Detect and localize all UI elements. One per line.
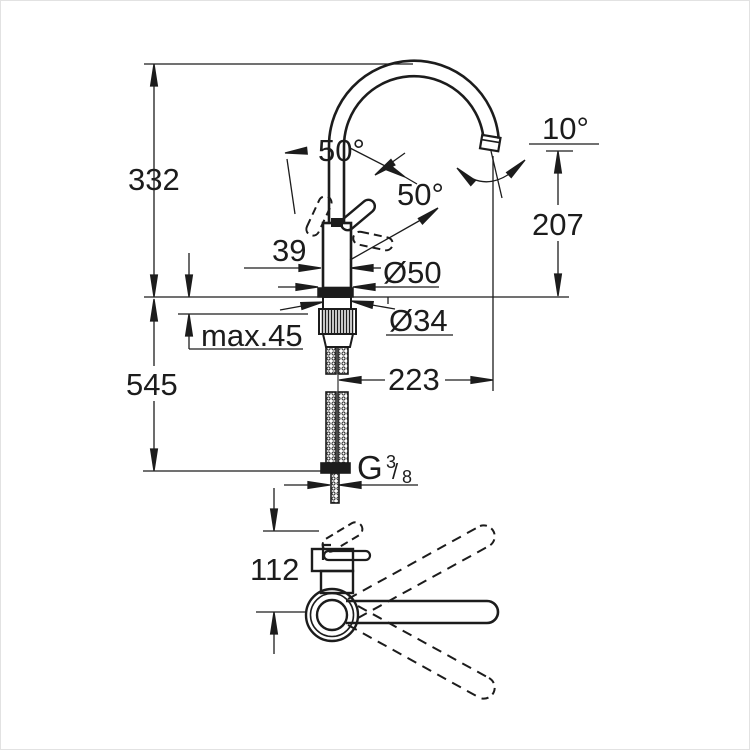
dim-outlet-height: 207 xyxy=(532,207,584,242)
lever-solid xyxy=(339,198,377,232)
mounting-shank xyxy=(322,296,352,310)
aerator xyxy=(478,133,502,153)
thread-numerator: 3 xyxy=(386,452,396,472)
dim-overall-height: 332 xyxy=(128,162,180,197)
thread-denominator: 8 xyxy=(402,467,412,487)
dim-height-below-deck: 545 xyxy=(126,367,178,402)
faucet-side-view xyxy=(304,521,500,700)
lever-dashed-right xyxy=(352,230,394,252)
dim-body-diameter: 39 xyxy=(272,233,306,268)
dim-side-view-offset: 112 xyxy=(250,552,299,587)
dim-max-deck-thickness: max.45 xyxy=(201,318,303,353)
side-lever-dashed xyxy=(321,521,364,553)
outlet-tilt-line xyxy=(490,150,503,199)
angle-leaders xyxy=(283,146,441,261)
spout-outer-contour xyxy=(327,59,500,223)
supply-hoses xyxy=(320,346,351,504)
faucet-body xyxy=(321,221,353,290)
dim-outlet-angle: 10° xyxy=(542,111,589,146)
faucet-front-view xyxy=(305,59,502,504)
dim-spout-reach: 223 xyxy=(388,362,440,397)
dim-handle-angle-side: 50° xyxy=(397,177,444,212)
spout-inner-contour xyxy=(342,74,485,223)
base-flange xyxy=(317,287,354,298)
dim-hole-diameter: Ø34 xyxy=(389,303,448,338)
thread-g: G xyxy=(357,449,383,486)
side-spout-dashed-up xyxy=(347,524,496,619)
cartridge-cap xyxy=(331,218,343,227)
thread-label: G 3 / 8 xyxy=(357,449,412,487)
side-spout-solid xyxy=(346,599,500,625)
dimension-labels: 332 545 max.45 39 Ø50 Ø34 223 207 10° 50… xyxy=(126,111,589,587)
thread-slash: / xyxy=(392,459,399,484)
dim-handle-angle-front: 50° xyxy=(318,133,365,168)
side-spout-dashed-down xyxy=(347,605,496,700)
side-view-dimension xyxy=(256,488,319,654)
dimension-lines xyxy=(143,63,599,490)
lever-dashed-left xyxy=(305,195,333,237)
dim-base-diameter: Ø50 xyxy=(383,255,442,290)
mounting-nut xyxy=(318,308,357,348)
